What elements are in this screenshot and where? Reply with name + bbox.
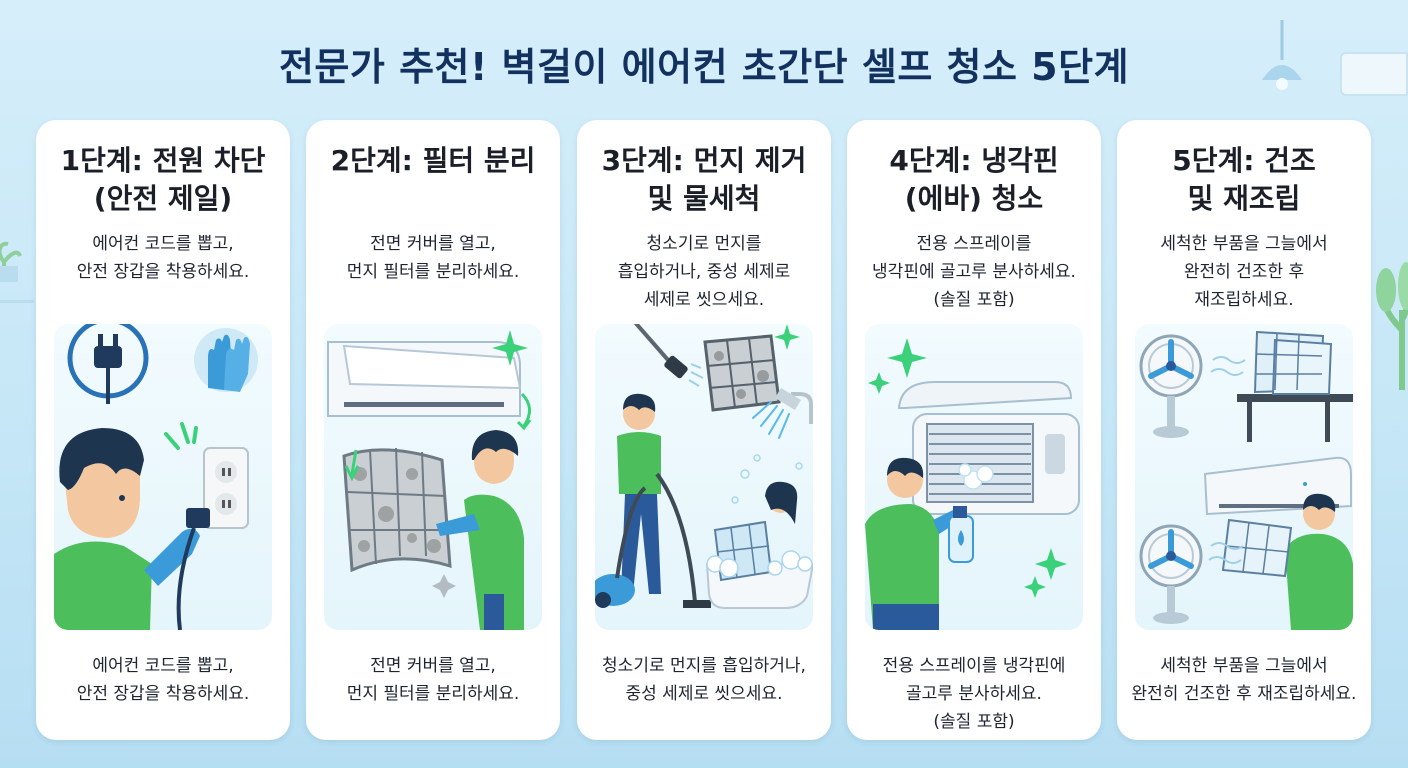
person-removing-filter-icon <box>436 430 524 630</box>
background-shelf <box>0 300 34 360</box>
gloves-icon <box>194 328 258 392</box>
step-card-1: 1단계: 전원 차단 (안전 제일) 에어컨 코드를 뽑고, 안전 장갑을 착용… <box>36 120 290 740</box>
person-vacuuming-icon <box>617 393 711 608</box>
power-plug-icon <box>67 324 149 404</box>
step-title: 4단계: 냉각핀 (에바) 청소 <box>889 144 1059 215</box>
step-illustration <box>595 324 813 630</box>
sparkle-icon <box>868 338 1067 598</box>
step-caption: 청소기로 먼지를 흡입하거나, 중성 세제로 씻으세요. <box>602 656 806 704</box>
wall-outlet-icon <box>164 422 249 529</box>
step-description: 에어컨 코드를 뽑고, 안전 장갑을 착용하세요. <box>76 234 250 282</box>
background-plant-left-icon <box>0 241 22 282</box>
step-description: 전용 스프레이를 냉각핀에 골고루 분사하세요. (솔질 포함) <box>872 234 1076 310</box>
step-description: 세척한 부품을 그늘에서 완전히 건조한 후 재조립하세요. <box>1160 234 1328 310</box>
page-title: 전문가 추천! 벽걸이 에어컨 초간단 셀프 청소 5단계 <box>278 45 1130 89</box>
step-illustration <box>865 324 1083 630</box>
vacuum-nozzle-icon <box>633 324 704 387</box>
bathtub-icon <box>705 454 813 609</box>
step-title: 3단계: 먼지 제거 및 물세척 <box>601 144 807 215</box>
step-card-4: 4단계: 냉각핀 (에바) 청소 전용 스프레이를 냉각핀에 골고루 분사하세요… <box>847 120 1101 740</box>
person-reassembling-icon <box>1221 493 1353 630</box>
cooling-fin-icon <box>897 381 1080 515</box>
step-illustration <box>1135 324 1353 630</box>
step-illustration <box>54 324 272 630</box>
sparkle-icon <box>492 330 528 366</box>
spray-bottle-icon <box>948 506 974 563</box>
step-title: 5단계: 건조 및 재조립 <box>1172 144 1316 215</box>
background-air-conditioner-icon <box>1340 52 1408 96</box>
step-description: 청소기로 먼지를 흡입하거나, 중성 세제로 세제로 씻으세요. <box>617 234 791 310</box>
dusty-filter-icon <box>342 447 456 598</box>
step-card-3: 3단계: 먼지 제거 및 물세척 청소기로 먼지를 흡입하거나, 중성 세제로 … <box>577 120 831 740</box>
air-conditioner-icon <box>327 341 532 431</box>
step-card-2: 2단계: 필터 분리 전면 커버를 열고, 먼지 필터를 분리하세요. <box>306 120 560 740</box>
vacuum-cleaner-icon <box>595 486 647 608</box>
step-caption: 전용 스프레이를 냉각핀에 골고루 분사하세요. (솔질 포함) <box>882 656 1066 732</box>
person-unplugging-icon <box>54 428 210 630</box>
step-illustration <box>324 324 542 630</box>
step-description: 전면 커버를 열고, 먼지 필터를 분리하세요. <box>346 234 520 282</box>
step-caption: 세척한 부품을 그늘에서 완전히 건조한 후 재조립하세요. <box>1131 656 1357 704</box>
step-title: 2단계: 필터 분리 <box>330 144 536 177</box>
electric-fan-icon <box>1139 334 1246 438</box>
drying-rack-icon <box>1237 330 1353 442</box>
step-card-5: 5단계: 건조 및 재조립 세척한 부품을 그늘에서 완전히 건조한 후 재조립… <box>1117 120 1371 740</box>
dusty-filter-icon <box>703 324 800 412</box>
electric-fan-icon <box>1139 524 1244 624</box>
background-lamp-icon <box>1262 20 1302 90</box>
person-spraying-icon <box>865 457 974 630</box>
step-title: 1단계: 전원 차단 (안전 제일) <box>60 144 266 215</box>
step-caption: 전면 커버를 열고, 먼지 필터를 분리하세요. <box>346 656 520 704</box>
step-caption: 에어컨 코드를 뽑고, 안전 장갑을 착용하세요. <box>76 656 250 704</box>
background-plant-right-icon <box>1376 262 1408 390</box>
shower-icon <box>752 388 813 439</box>
